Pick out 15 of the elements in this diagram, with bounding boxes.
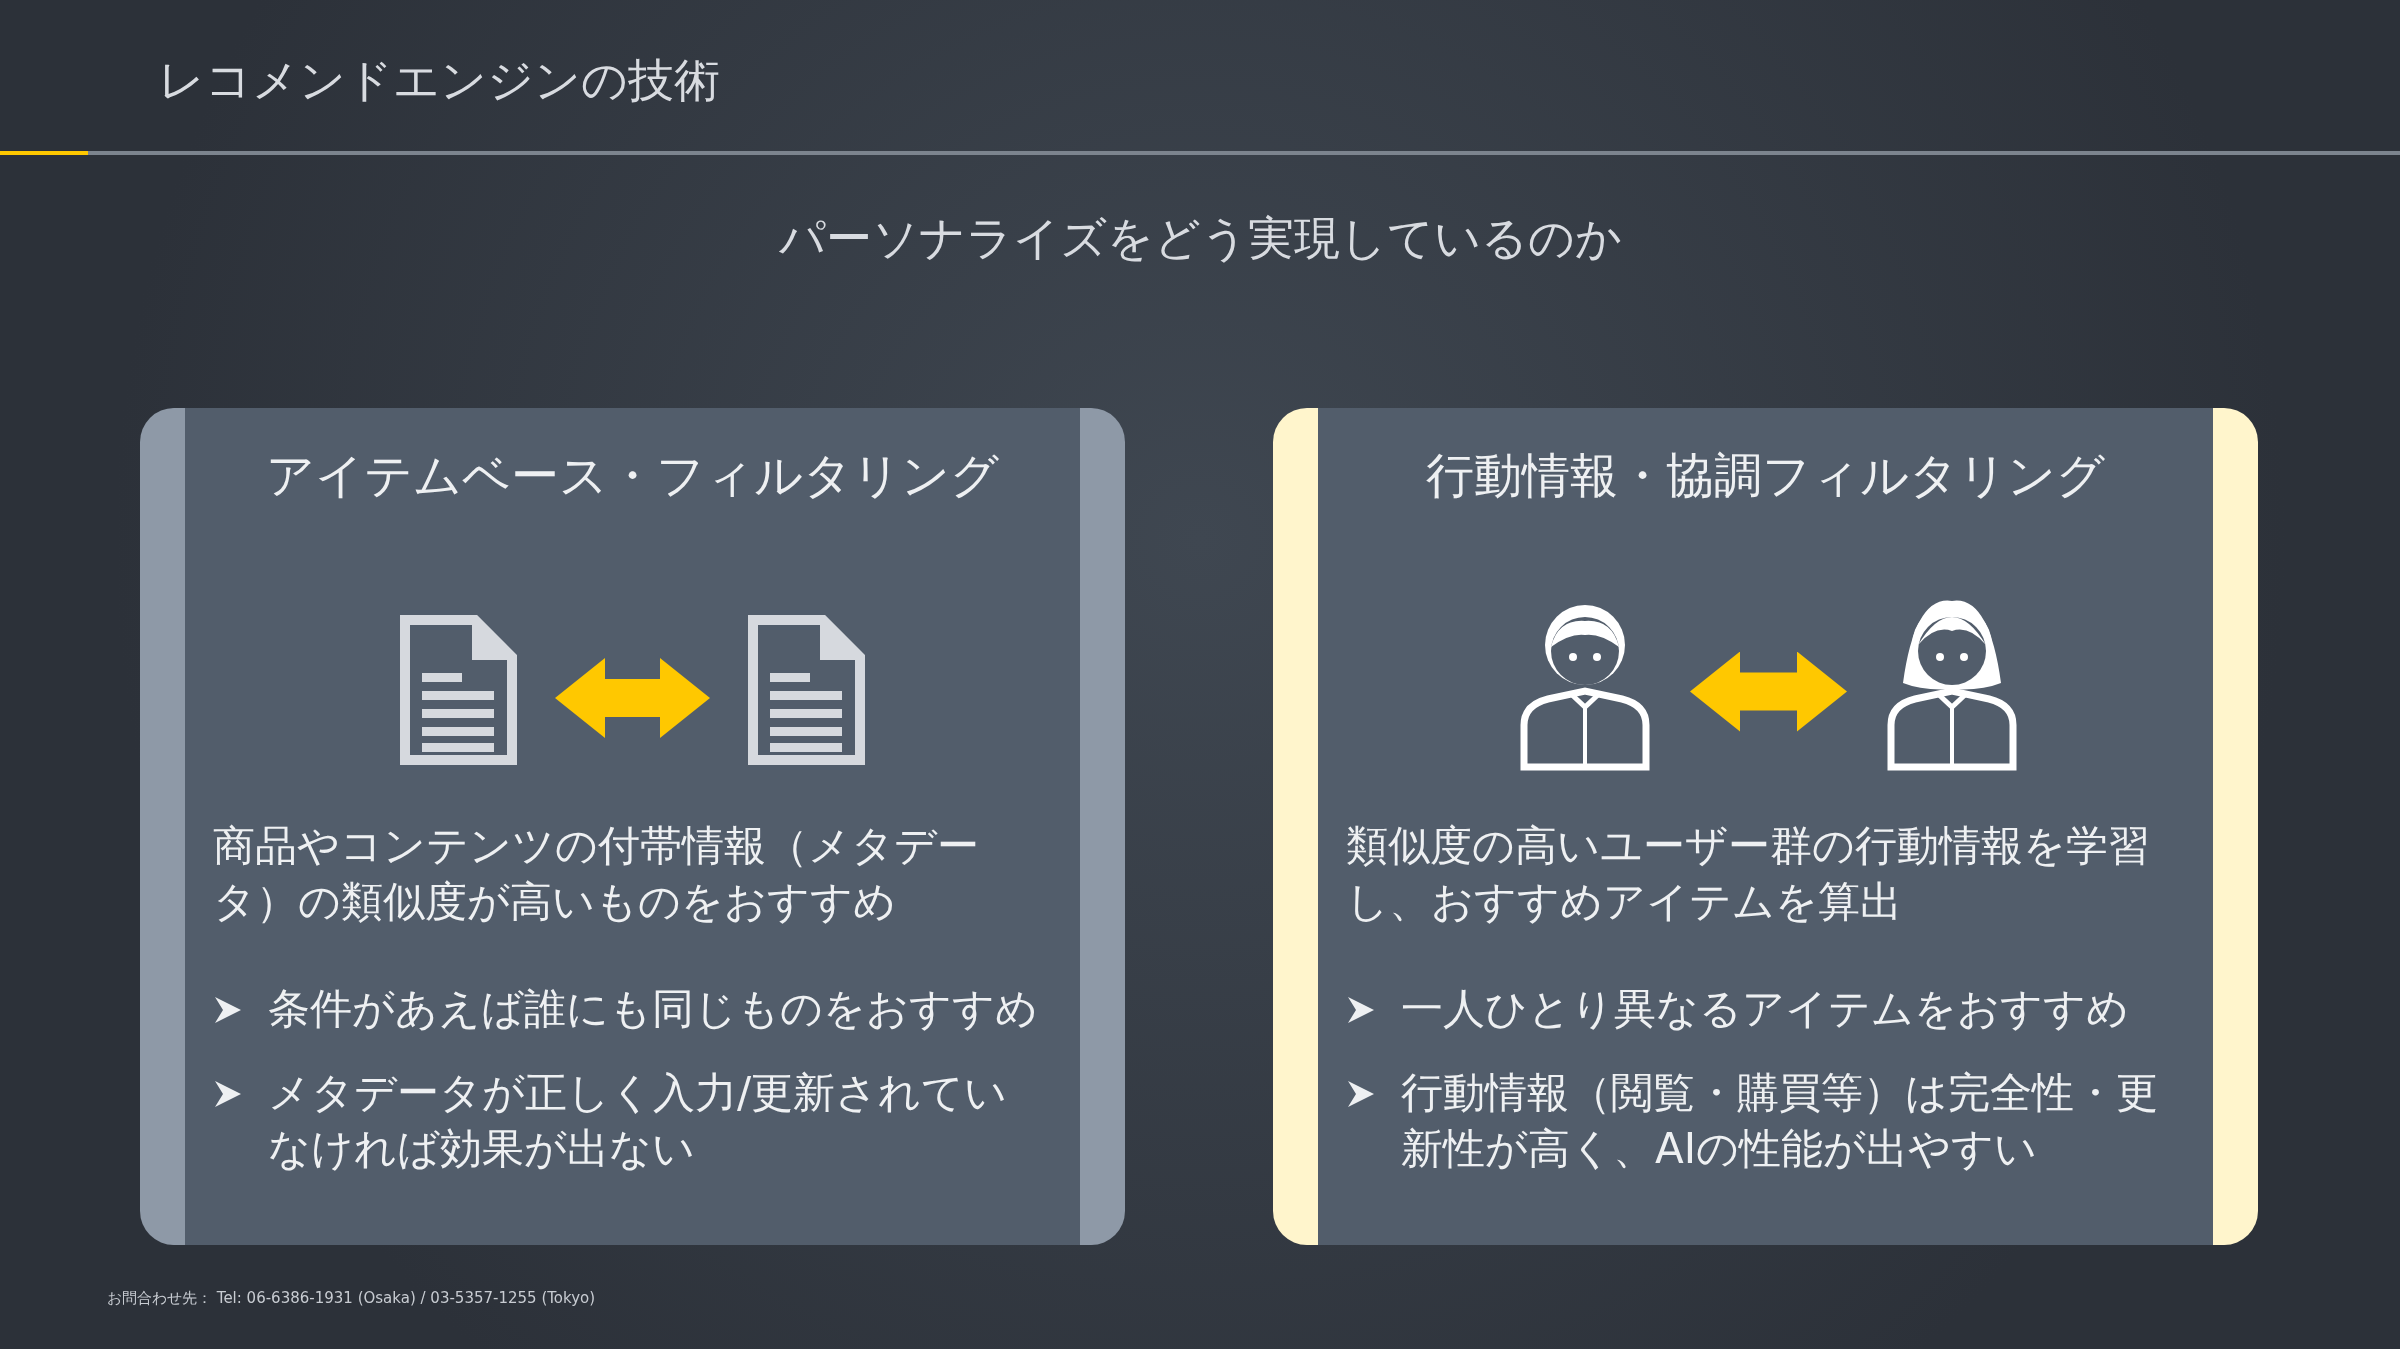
card-panel xyxy=(1273,408,2258,1245)
document-icon xyxy=(400,615,517,765)
bullet-item: 条件があえば誰にも同じものをおすすめ xyxy=(268,983,1039,1035)
subtitle: パーソナライズをどう実現しているのか xyxy=(777,210,1623,267)
card-heading: アイテムベース・フィルタリング xyxy=(265,446,1000,505)
card-panel xyxy=(140,408,1125,1245)
card-description: 類似度の高いユーザー群の行動情報を学習し、おすすめアイテムを算出 xyxy=(1346,820,2151,928)
card-description: 商品やコンテンツの付帯情報（メタデータ）の類似度が高いものをおすすめ xyxy=(213,820,980,928)
bullet-item: 行動情報（閲覧・購買等）は完全性・更新性が高く、AIの性能が出やすい xyxy=(1401,1067,2159,1175)
document-icon xyxy=(748,615,865,765)
bullet-item: メタデータが正しく入力/更新されていなければ効果が出ない xyxy=(268,1067,1009,1175)
page-title: レコメンドエンジンの技術 xyxy=(158,52,720,109)
bullet-item: 一人ひとり異なるアイテムをおすすめ xyxy=(1401,983,2130,1035)
footer-contact: お問合わせ先： Tel: 06-6386-1931 (Osaka) / 03-5357-1255 (Tokyo) xyxy=(107,1289,596,1308)
card-heading: 行動情報・協調フィルタリング xyxy=(1425,446,2106,505)
